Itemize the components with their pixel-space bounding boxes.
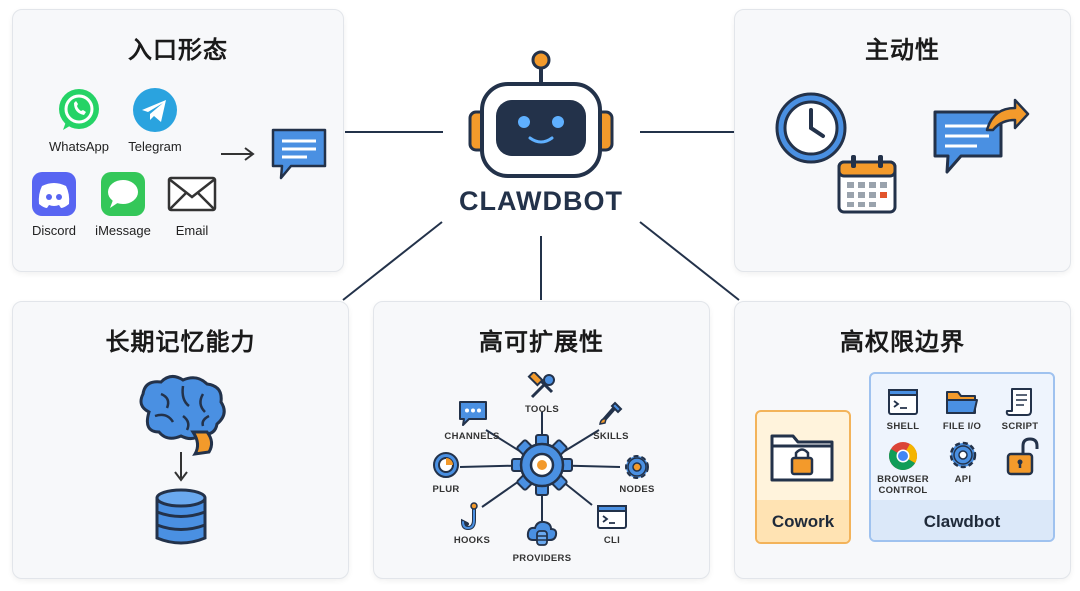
app-label-discord: Discord (31, 223, 77, 238)
node-label-plur: PLUR (432, 484, 460, 495)
hook-icon (460, 502, 478, 531)
telegram-icon (133, 88, 177, 132)
panel-permissions: 高权限边界 Cowork SHELL FILE I/O SCRIPT (734, 301, 1071, 579)
outgoing-message-icon (933, 98, 1030, 174)
capability-label-shell: SHELL (886, 421, 920, 432)
small-gear-icon (625, 455, 649, 479)
chat-bubble-icon (271, 128, 327, 180)
chat-dots-icon (459, 401, 487, 426)
robot-icon (468, 50, 614, 178)
script-scroll-icon (1005, 388, 1032, 416)
app-label-whatsapp: WhatsApp (49, 139, 109, 154)
terminal-icon (597, 505, 627, 529)
capability-label-api: API (954, 474, 972, 485)
app-label-email: Email (175, 223, 209, 238)
unlocked-padlock-icon (1006, 437, 1039, 476)
whatsapp-icon (59, 89, 99, 130)
arrow-down-icon (174, 452, 188, 482)
cowork-box: Cowork (755, 410, 851, 544)
node-label-skills: SKILLS (593, 431, 629, 442)
clock-icon (775, 92, 847, 164)
wrench-hammer-icon (527, 372, 555, 399)
browser-icon (889, 442, 917, 470)
capability-label-file-io: FILE I/O (942, 421, 982, 432)
arrow-right-icon (221, 147, 255, 161)
app-label-telegram: Telegram (128, 139, 182, 154)
brand-name: CLAWDBOT (459, 186, 623, 216)
node-label-tools: TOOLS (524, 404, 560, 415)
imessage-icon (101, 172, 145, 216)
node-label-cli: CLI (603, 535, 621, 546)
brain-icon (139, 375, 226, 456)
cowork-label: Cowork (771, 512, 835, 531)
app-label-imessage: iMessage (95, 223, 151, 238)
capability-label-script: SCRIPT (1001, 421, 1039, 432)
brush-icon (599, 401, 623, 425)
api-gear-icon (949, 441, 977, 469)
panel-memory: 长期记忆能力 (12, 301, 349, 579)
node-label-channels: CHANNELS (444, 431, 500, 442)
capability-label-browser-control: BROWSER CONTROL (877, 474, 929, 496)
clawdbot-label: Clawdbot (923, 512, 1001, 531)
plugin-icon (433, 452, 459, 478)
shell-terminal-icon (888, 389, 918, 415)
clawdbot-box: SHELL FILE I/O SCRIPT BROWSER CONTROL AP… (869, 372, 1055, 542)
node-label-nodes: NODES (619, 484, 655, 495)
calendar-icon (837, 155, 897, 214)
database-icon (155, 488, 207, 545)
email-icon (167, 176, 217, 212)
node-label-hooks: HOOKS (453, 535, 491, 546)
cloud-database-icon (526, 520, 558, 546)
panel-proactive: 主动性 (734, 9, 1071, 272)
folder-icon (946, 391, 978, 414)
gear-icon (511, 434, 573, 496)
panel-title: 高可扩展性 (479, 328, 604, 356)
locked-folder-icon (770, 434, 834, 482)
node-label-providers: PROVIDERS (512, 553, 572, 564)
panel-title: 长期记忆能力 (105, 328, 256, 356)
panel-title: 入口形态 (128, 36, 228, 64)
panel-entry-forms: 入口形态 WhatsApp Telegram Discord iMessage … (12, 9, 344, 272)
panel-title: 高权限边界 (840, 328, 965, 356)
discord-icon (32, 172, 76, 216)
panel-extensibility: 高可扩展性 (373, 301, 710, 579)
panel-title: 主动性 (865, 36, 940, 64)
